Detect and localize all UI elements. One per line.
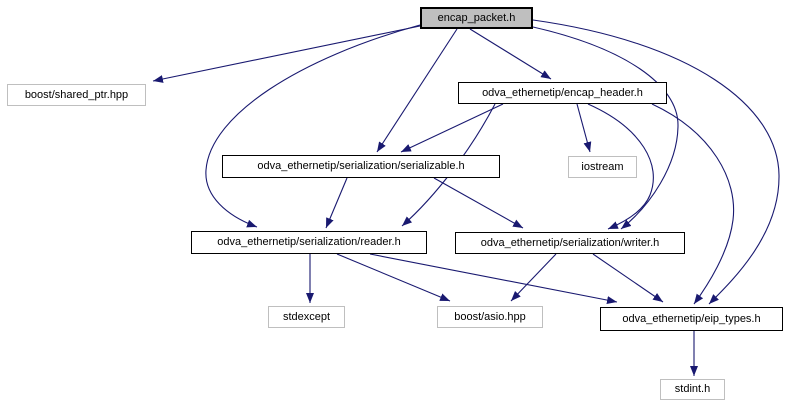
edge-encap-header-to-writer: [587, 103, 654, 230]
node-iostream: iostream: [568, 156, 637, 178]
node-odva-ethernetip-serialization-reader-h[interactable]: odva_ethernetip/serialization/reader.h: [191, 231, 427, 254]
edge-encap-packet-to-writer: [532, 26, 679, 230]
edge-encap-header-to-serializable: [400, 103, 504, 153]
node-stdexcept: stdexcept: [268, 306, 345, 328]
node-odva-ethernetip-eip-types-h[interactable]: odva_ethernetip/eip_types.h: [600, 307, 783, 331]
node-odva-ethernetip-encap-header-h[interactable]: odva_ethernetip/encap_header.h: [458, 82, 667, 104]
node-encap-packet-h: encap_packet.h: [420, 7, 533, 29]
node-boost-shared-ptr-hpp: boost/shared_ptr.hpp: [7, 84, 146, 106]
edge-writer-to-boost-asio: [510, 253, 557, 302]
edge-writer-to-eip-types: [592, 253, 664, 303]
node-boost-asio-hpp: boost/asio.hpp: [437, 306, 543, 328]
edge-encap-header-to-iostream: [576, 103, 592, 153]
edge-encap-packet-to-encap-header: [469, 28, 552, 80]
edge-encap-header-to-eip-types: [651, 103, 735, 305]
edge-reader-to-boost-asio: [336, 253, 451, 302]
edge-encap-packet-to-shared-ptr: [152, 25, 421, 83]
node-stdint-h: stdint.h: [660, 379, 725, 400]
edge-serializable-to-writer: [433, 177, 524, 229]
edge-serializable-to-reader: [325, 177, 348, 229]
edge-reader-to-eip-types: [369, 253, 618, 305]
node-odva-ethernetip-serialization-serializable-h[interactable]: odva_ethernetip/serialization/serializab…: [222, 155, 500, 178]
edge-encap-packet-to-eip-types: [532, 19, 780, 305]
node-odva-ethernetip-serialization-writer-h[interactable]: odva_ethernetip/serialization/writer.h: [455, 232, 685, 254]
edge-encap-packet-to-reader: [205, 24, 421, 228]
edge-encap-packet-to-serializable: [376, 28, 458, 153]
